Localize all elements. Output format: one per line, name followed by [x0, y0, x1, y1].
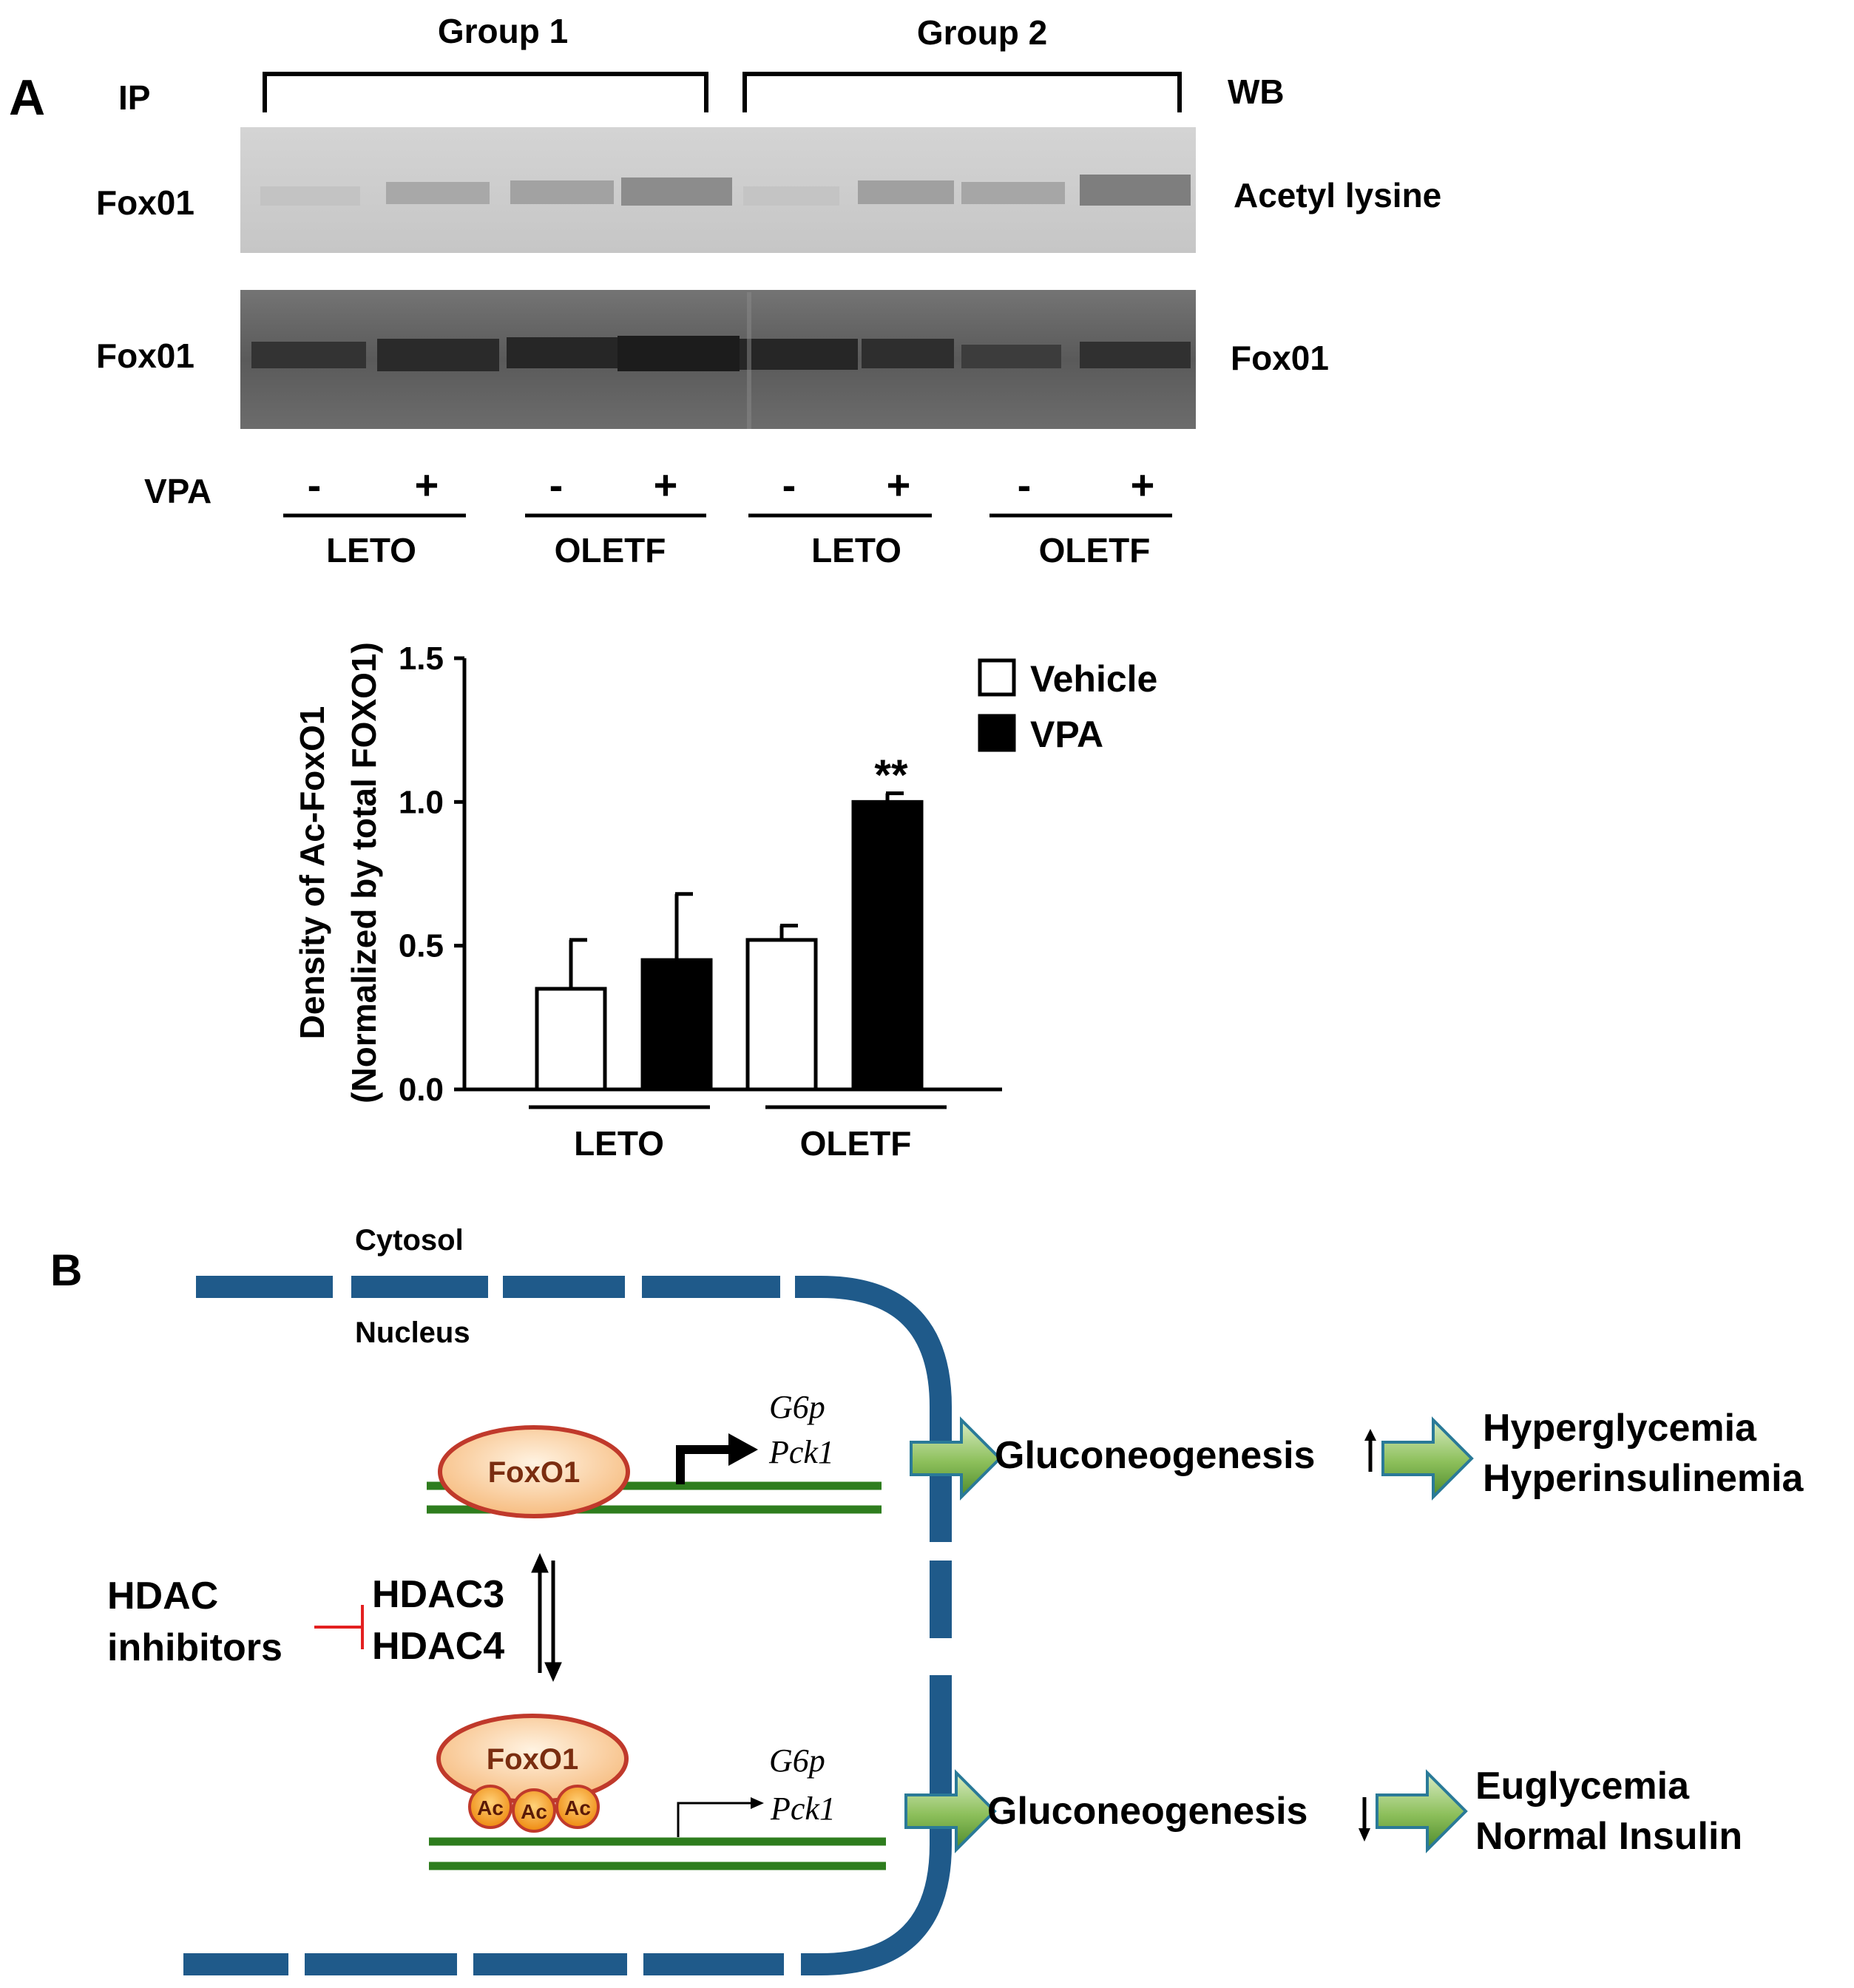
foxo1-protein-bottom: FoxO1 [436, 1714, 629, 1804]
bar-chart: 0.0 0.5 1.0 1.5 ** Density of Ac-FoxO1 (Nor… [293, 640, 1157, 1163]
strain-label-4: OLETF [1039, 531, 1151, 569]
vpa-sign: + [654, 462, 678, 508]
hdac-inhibitor-label-1: HDAC [107, 1575, 218, 1617]
outcome-up-1: Hyperglycemia [1483, 1407, 1757, 1450]
equilibrium-arrows-icon [531, 1552, 562, 1683]
strain-label-3: LETO [811, 531, 901, 569]
panel-b: B Cytosol Nucleus FoxO1 G6p [50, 1224, 1804, 1975]
x-category-label-2: OLETF [800, 1124, 912, 1163]
bars [535, 791, 924, 1092]
block-arrow-right-icon [910, 1416, 1002, 1501]
group-bracket-1 [263, 72, 708, 112]
bar-vehicle-leto [535, 987, 607, 1092]
vpa-sign: + [415, 462, 439, 508]
outcome-down-1: Euglycemia [1475, 1765, 1690, 1808]
y-tick-label: 1.0 [399, 784, 444, 820]
blot1-ip-label: Fox01 [96, 183, 194, 222]
legend-swatch-vehicle [978, 658, 1016, 697]
significance-annotation: ** [874, 751, 908, 799]
transcription-arrow-weak [677, 1802, 754, 1837]
block-arrow-right-icon [1376, 1769, 1468, 1853]
arrow-head-icon [728, 1433, 758, 1466]
arrow-head-icon [751, 1797, 764, 1809]
x-category-label-1: LETO [574, 1124, 664, 1163]
gene-label-bottom-2: Pck1 [770, 1791, 836, 1827]
transcription-arrow-strong [676, 1445, 732, 1484]
nuclear-membrane [183, 1276, 952, 1975]
blot-fox01 [240, 290, 1196, 429]
arrow-up-icon [1364, 1429, 1376, 1472]
gluconeogenesis-label-bottom: Gluconeogenesis [987, 1790, 1307, 1833]
treatment-signs: - + - + - + - + [308, 462, 1155, 508]
group-bracket-2 [742, 72, 1182, 112]
gluconeogenesis-label-top: Gluconeogenesis [995, 1434, 1315, 1477]
vpa-sign: + [887, 462, 911, 508]
arrow-down-icon [1359, 1797, 1370, 1842]
cytosol-label: Cytosol [355, 1224, 464, 1257]
y-tick-label: 0.5 [399, 928, 444, 964]
gene-label-bottom-1: G6p [769, 1742, 825, 1779]
strain-label-2: OLETF [555, 531, 666, 569]
acetyl-tag: Ac [477, 1796, 504, 1819]
gene-label-top-2: Pck1 [768, 1434, 834, 1470]
legend-swatch-vpa [978, 714, 1016, 752]
inhibition-bar-icon [314, 1605, 364, 1649]
panel-b-label: B [50, 1245, 82, 1295]
group-label-2: Group 2 [917, 13, 1047, 52]
group-label-1: Group 1 [438, 12, 568, 50]
blot-acetyl-lysine [240, 127, 1196, 253]
outcome-up-2: Hyperinsulinemia [1483, 1457, 1804, 1500]
foxo1-label-bottom: FoxO1 [487, 1743, 578, 1776]
hdac3-label: HDAC3 [372, 1573, 504, 1616]
acetyl-groups: Ac Ac Ac [468, 1785, 600, 1833]
blot2-wb-label: Fox01 [1231, 339, 1329, 377]
hdac4-label: HDAC4 [372, 1625, 504, 1668]
ip-label: IP [118, 78, 150, 117]
panel-a: A IP WB Group 1 Group 2 Fox01 Acetyl lys… [9, 12, 1441, 1163]
bar-vehicle-oletf [745, 938, 818, 1092]
panel-a-label: A [9, 70, 45, 126]
y-axis-label-2: (Normalized by total FOXO1) [345, 642, 383, 1103]
legend-label-vehicle: Vehicle [1030, 658, 1157, 700]
error-bar [674, 892, 693, 961]
y-tick-label: 0.0 [399, 1072, 444, 1108]
vpa-sign: - [1018, 462, 1032, 508]
blot2-ip-label: Fox01 [96, 337, 194, 375]
block-arrow-right-icon [1381, 1416, 1474, 1501]
y-ticks: 0.0 0.5 1.0 1.5 [399, 640, 464, 1108]
error-bar [569, 938, 587, 989]
wb-label: WB [1228, 72, 1285, 111]
acetyl-tag: Ac [521, 1800, 547, 1823]
bar-vpa-leto [640, 958, 713, 1092]
legend: Vehicle VPA [978, 658, 1157, 755]
strain-label-1: LETO [326, 531, 416, 569]
vpa-sign: - [308, 462, 322, 508]
vpa-sign: - [782, 462, 796, 508]
nucleus-label: Nucleus [355, 1316, 470, 1349]
block-arrow-right-icon [904, 1769, 997, 1853]
acetyl-tag: Ac [564, 1796, 591, 1819]
bar-vpa-oletf [851, 799, 924, 1092]
vpa-sign: - [549, 462, 564, 508]
hdac-inhibitor-label-2: inhibitors [107, 1626, 283, 1669]
legend-label-vpa: VPA [1030, 714, 1103, 755]
y-tick-label: 1.5 [399, 640, 444, 677]
y-axis-label-1: Density of Ac-FoxO1 [293, 706, 331, 1040]
vpa-sign: + [1131, 462, 1155, 508]
dna-strand-bottom [429, 1837, 886, 1870]
gene-label-top-1: G6p [769, 1389, 825, 1425]
error-bar [779, 923, 798, 940]
foxo1-protein-top: FoxO1 [438, 1425, 630, 1518]
foxo1-label-top: FoxO1 [488, 1456, 580, 1489]
outcome-down-2: Normal Insulin [1475, 1815, 1742, 1858]
treatment-label: VPA [144, 472, 212, 510]
blot1-wb-label: Acetyl lysine [1234, 176, 1441, 214]
